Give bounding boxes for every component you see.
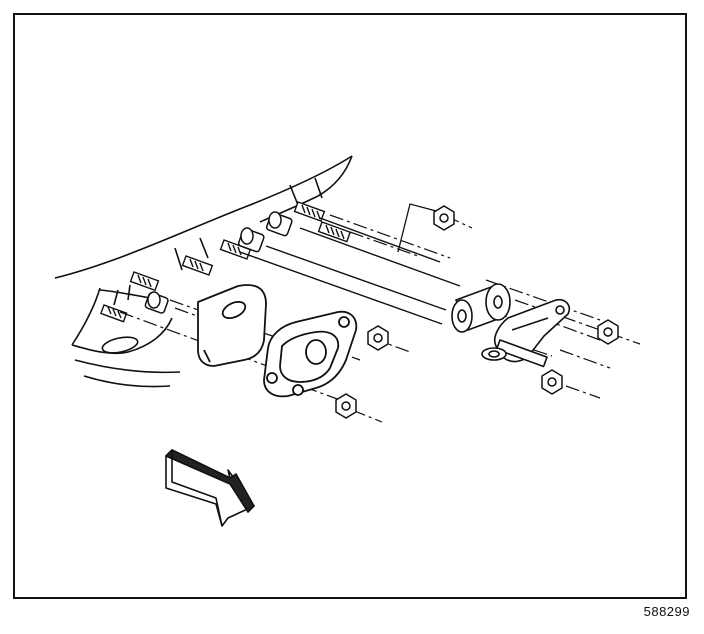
bracket-hole-top <box>338 316 350 328</box>
stud-mid-1 <box>317 221 352 243</box>
hex-nuts <box>335 205 619 419</box>
leader-bracket <box>397 203 441 253</box>
mount-bracket <box>263 310 358 398</box>
stud-lower-2 <box>129 271 160 292</box>
front-direction-arrow <box>165 449 255 527</box>
nut-right-upper <box>597 319 619 345</box>
stud-lower-1 <box>181 255 214 276</box>
bushing-lower <box>144 291 169 314</box>
nut-bracket-bottom <box>335 393 357 419</box>
plate-slot <box>221 300 247 320</box>
bracket-hole-bottom <box>292 384 304 396</box>
figure-number: 588299 <box>643 604 690 619</box>
threaded-rod-right <box>495 339 548 368</box>
nut-bracket-right <box>367 325 389 351</box>
frame-plate <box>197 284 267 367</box>
threaded-studs <box>100 201 352 323</box>
right-spacers <box>451 283 511 333</box>
long-bolts <box>239 217 461 325</box>
washer-large <box>485 283 511 321</box>
frame-oval-cutout <box>101 336 139 354</box>
bushing-upper <box>265 211 293 237</box>
right-bracket-assembly <box>481 298 571 368</box>
bracket-hole-left <box>266 372 278 384</box>
stud-upper <box>293 201 326 222</box>
vehicle-frame-outline <box>54 155 353 388</box>
stud-mid-2 <box>219 239 252 260</box>
nut-top <box>433 205 455 231</box>
figure-border <box>13 13 687 599</box>
nut-right-lower <box>541 369 563 395</box>
bushing-mid <box>237 227 265 253</box>
stud-bottom <box>100 304 128 323</box>
frame-bushings <box>144 211 293 314</box>
